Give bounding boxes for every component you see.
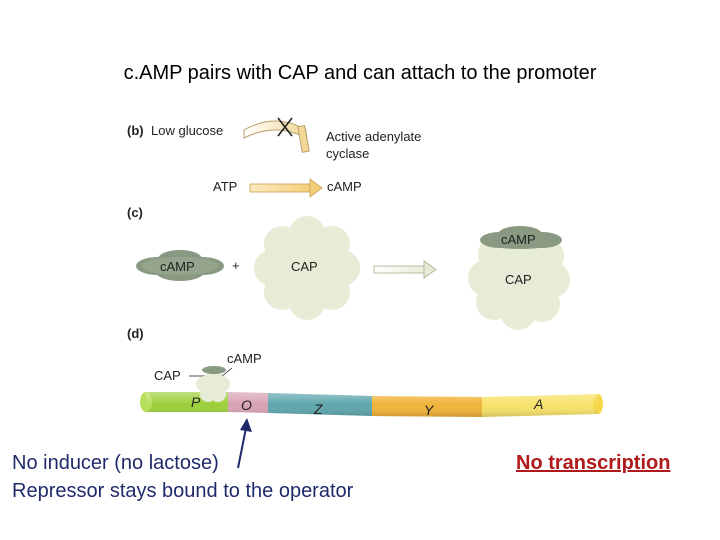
camp-leader-line [221,367,233,377]
low-glucose-label: Low glucose [151,123,223,138]
block-x-icon [277,117,293,137]
no-inducer-note: No inducer (no lactose) [12,452,219,474]
complex-camp-label: cAMP [501,232,536,247]
panel-b-label: (b) [127,123,144,138]
no-transcription-label: No transcription [516,452,671,474]
complex-cap-label: CAP [505,272,532,287]
cap-label: CAP [291,259,318,274]
cap-camp-complex [468,226,570,330]
camp-label: cAMP [160,259,195,274]
camp-product-label: cAMP [327,179,362,194]
panel-d-label: (d) [127,326,144,341]
enzyme-label-line2: cyclase [326,146,369,161]
gene-label-y: Y [424,402,435,418]
dna-strand [140,392,603,417]
plus-sign: + [232,258,240,273]
gene-label-a: A [533,396,543,412]
repressor-note: Repressor stays bound to the operator [12,480,354,502]
atp-to-camp-arrow [249,178,323,198]
atp-label: ATP [213,179,237,194]
cap-protein [254,216,360,320]
dna-cap-label: CAP [154,368,181,383]
operator-pointer-arrow [237,418,252,469]
cap-bound-to-promoter [196,366,230,402]
inhibition-arrow [243,117,310,153]
panel-c-label: (c) [127,205,143,220]
gene-label-z: Z [313,401,323,417]
binding-arrow [373,260,437,279]
slide-title: c.AMP pairs with CAP and can attach to t… [123,62,597,84]
dna-camp-label: cAMP [227,351,262,366]
gene-label-o: O [241,397,252,413]
enzyme-label-line1: Active adenylate [326,129,421,144]
gene-label-p: P [191,394,201,410]
camp-molecule [136,250,224,281]
